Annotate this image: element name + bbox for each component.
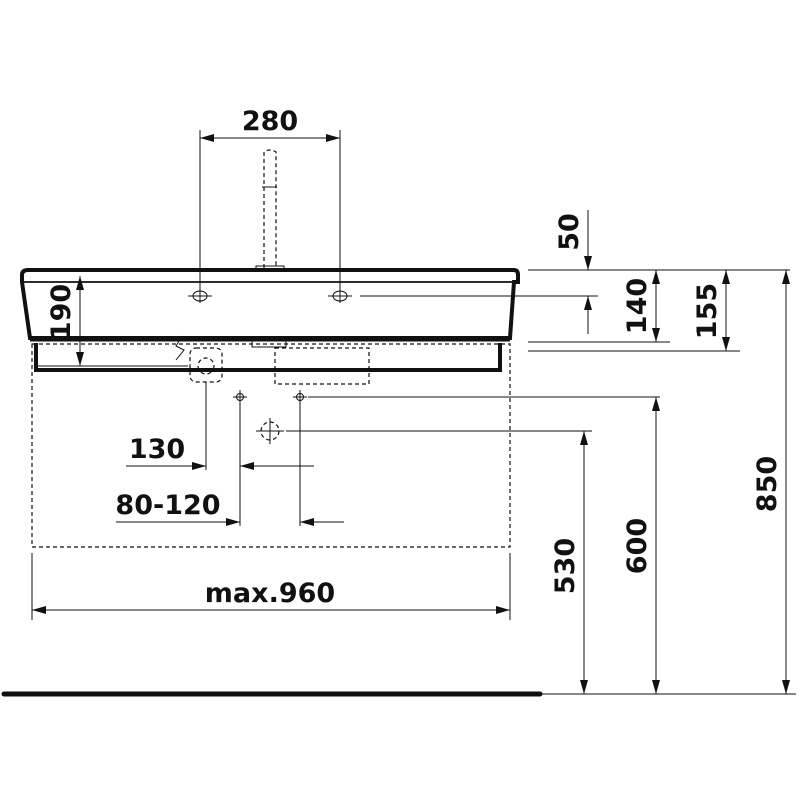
towel-rail [34,343,502,372]
tap-hole-right-icon [328,289,352,303]
waste-outline [189,347,223,383]
dim-280-label: 280 [242,106,298,137]
dim-140-label: 140 [622,278,653,334]
dim-80-120-label: 80-120 [115,490,220,521]
dim-600-label: 600 [622,518,653,574]
tap-outline [255,149,285,271]
dim-155-label: 155 [692,283,723,339]
washbasin-outline [20,268,520,340]
tap-hole-left-icon [188,289,212,303]
dim-130-label: 130 [129,434,185,465]
dim-max960-label: max.960 [205,578,335,609]
dim-50-label: 50 [554,213,585,251]
siphon-outline [274,347,370,385]
waste-outlet-icon [197,357,215,375]
cabinet-outline [31,343,511,548]
supply-right-icon [293,390,307,404]
dim-190-label: 190 [46,284,77,340]
dim-530-label: 530 [550,538,581,594]
dim-850-label: 850 [752,456,783,512]
wall-waste-icon [256,418,284,444]
break-symbol [175,335,185,361]
supply-left-icon [233,390,247,404]
